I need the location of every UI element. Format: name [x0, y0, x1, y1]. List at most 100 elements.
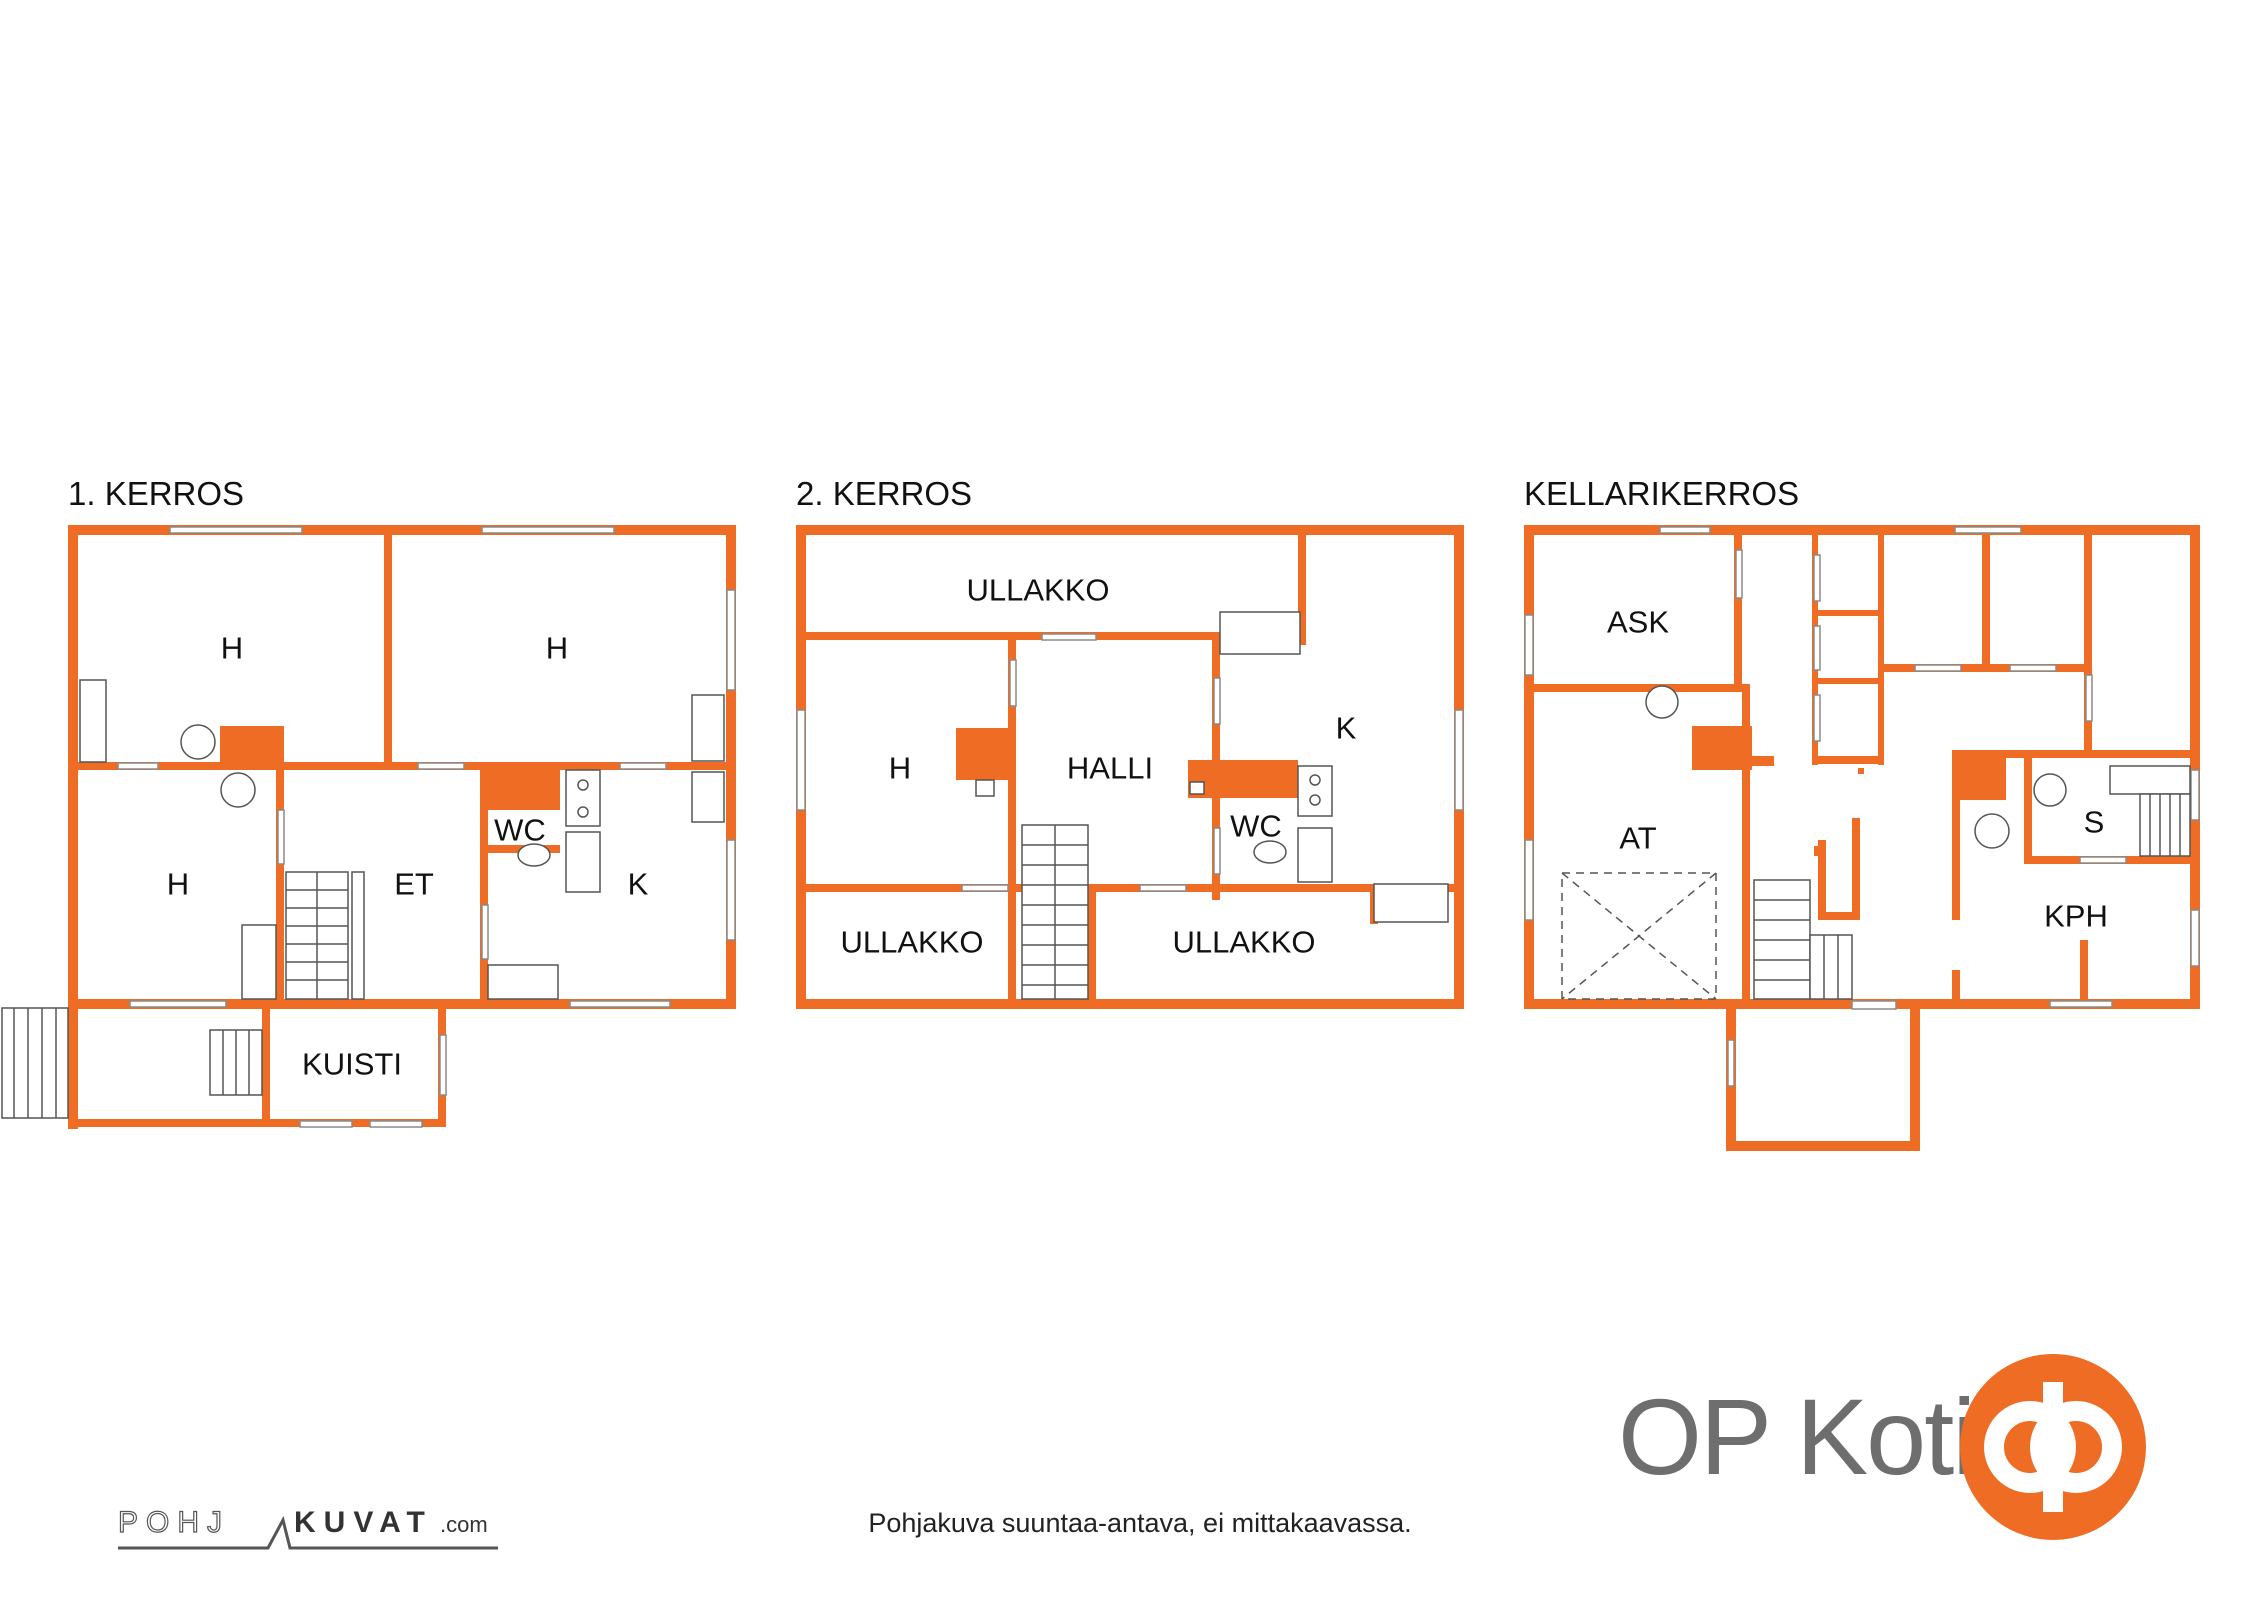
door: [2085, 674, 2093, 722]
wall: [1952, 750, 1960, 920]
wall: [2084, 535, 2092, 755]
wall: [1534, 684, 1748, 692]
chimney: [1692, 726, 1752, 770]
post: [1814, 846, 1824, 856]
room-label-ullakko: ULLAKKO: [1172, 925, 1315, 960]
sink-icon: [1297, 827, 1333, 883]
chimney: [488, 770, 560, 810]
room-label-ask: ASK: [1607, 605, 1669, 640]
op-logo-icon: [1960, 1354, 2146, 1540]
pohjakuvat-logo-text: POHJ: [118, 1506, 230, 1539]
wall: [1298, 535, 1306, 645]
wall: [796, 999, 1464, 1009]
floor-2-title: 2. KERROS: [796, 475, 972, 512]
window: [369, 1120, 423, 1128]
pohjakuvat-logo-text: .com: [440, 1512, 488, 1537]
sauna-bench-icon: [2139, 793, 2191, 857]
wall: [1812, 756, 1884, 764]
stair-treads: [13, 872, 348, 1118]
door: [1851, 1000, 1897, 1010]
wall: [796, 525, 1464, 535]
wall: [480, 770, 488, 999]
room-label-et: ET: [394, 867, 434, 902]
chimney: [1952, 750, 2006, 800]
wall: [1726, 1141, 1920, 1151]
door: [961, 884, 1009, 892]
door: [277, 809, 285, 865]
door: [1813, 625, 1821, 671]
fireplace-opening: [1189, 781, 1205, 795]
wall: [262, 1009, 270, 1119]
wall: [1008, 640, 1016, 999]
wall: [276, 770, 284, 999]
wall: [1088, 884, 1096, 999]
railing: [351, 871, 365, 1000]
toilet-icon: [1253, 840, 1287, 864]
entrance-steps-icon: [1, 1007, 69, 1119]
window: [569, 1000, 671, 1008]
pohjakuvat-logo-roofline: [118, 1515, 498, 1550]
stove-icon: [1297, 765, 1333, 817]
wall: [1878, 535, 1884, 765]
window: [1659, 526, 1711, 534]
stair-treads: [1022, 825, 1088, 999]
wall: [1818, 610, 1878, 616]
door: [1213, 827, 1221, 875]
hatch-outline: [1561, 872, 1717, 1000]
post: [1858, 768, 1864, 774]
brand-name: OP Koti: [1618, 1376, 1976, 1497]
window: [299, 1120, 353, 1128]
room-label-ullakko: ULLAKKO: [966, 573, 1109, 608]
room-label-h: H: [167, 867, 189, 902]
door: [417, 762, 465, 770]
wardrobe: [241, 924, 277, 1000]
window: [726, 589, 736, 691]
wall: [1734, 535, 1742, 685]
wardrobe: [691, 694, 725, 762]
hob-icon: [577, 806, 589, 818]
wall: [1952, 750, 2092, 758]
wall: [1826, 912, 1860, 920]
door: [1813, 554, 1821, 602]
wall: [78, 762, 726, 770]
wall: [384, 535, 392, 770]
wall: [1524, 525, 1534, 1009]
kitchen-counter: [487, 964, 559, 1000]
wall: [68, 525, 736, 535]
window: [1524, 839, 1534, 921]
hob-icon: [577, 779, 589, 791]
wall: [1818, 678, 1878, 684]
room-label-k: K: [1336, 711, 1357, 746]
wall: [68, 1009, 78, 1129]
pohjakuvat-logo: POHJ KUVAT .com: [118, 1505, 498, 1550]
hob-icon: [1309, 774, 1321, 786]
basement-title: KELLARIKERROS: [1524, 475, 1799, 512]
wall: [68, 999, 736, 1009]
floor-2-plan: 2. KERROS: [796, 475, 1464, 1009]
basement-plan: KELLARIKERROS: [1524, 475, 2200, 1151]
wall: [68, 525, 78, 1009]
sink-icon: [565, 831, 601, 893]
wall: [1852, 818, 1860, 918]
room-label-wc: WC: [494, 813, 546, 848]
wall: [1982, 535, 1990, 670]
door: [1009, 659, 1017, 707]
fireplace: [220, 726, 284, 770]
window: [2049, 1000, 2113, 1008]
wall: [2024, 758, 2032, 864]
room-label-kuisti: KUISTI: [302, 1047, 402, 1082]
chimney: [956, 728, 1016, 780]
room-label-h: H: [889, 751, 911, 786]
door: [1735, 549, 1743, 599]
toilet-icon: [517, 843, 551, 867]
floor-1-title: 1. KERROS: [68, 475, 244, 512]
cabinet: [1219, 611, 1301, 655]
fireplace-opening: [975, 779, 995, 797]
wall: [1524, 525, 2200, 535]
wall: [1742, 684, 1750, 1009]
floor-1-plan: 1. KERROS: [1, 475, 736, 1129]
op-koti-brand: OP Koti: [1618, 1352, 2258, 1542]
window: [1954, 526, 2022, 534]
wardrobe: [79, 679, 107, 763]
